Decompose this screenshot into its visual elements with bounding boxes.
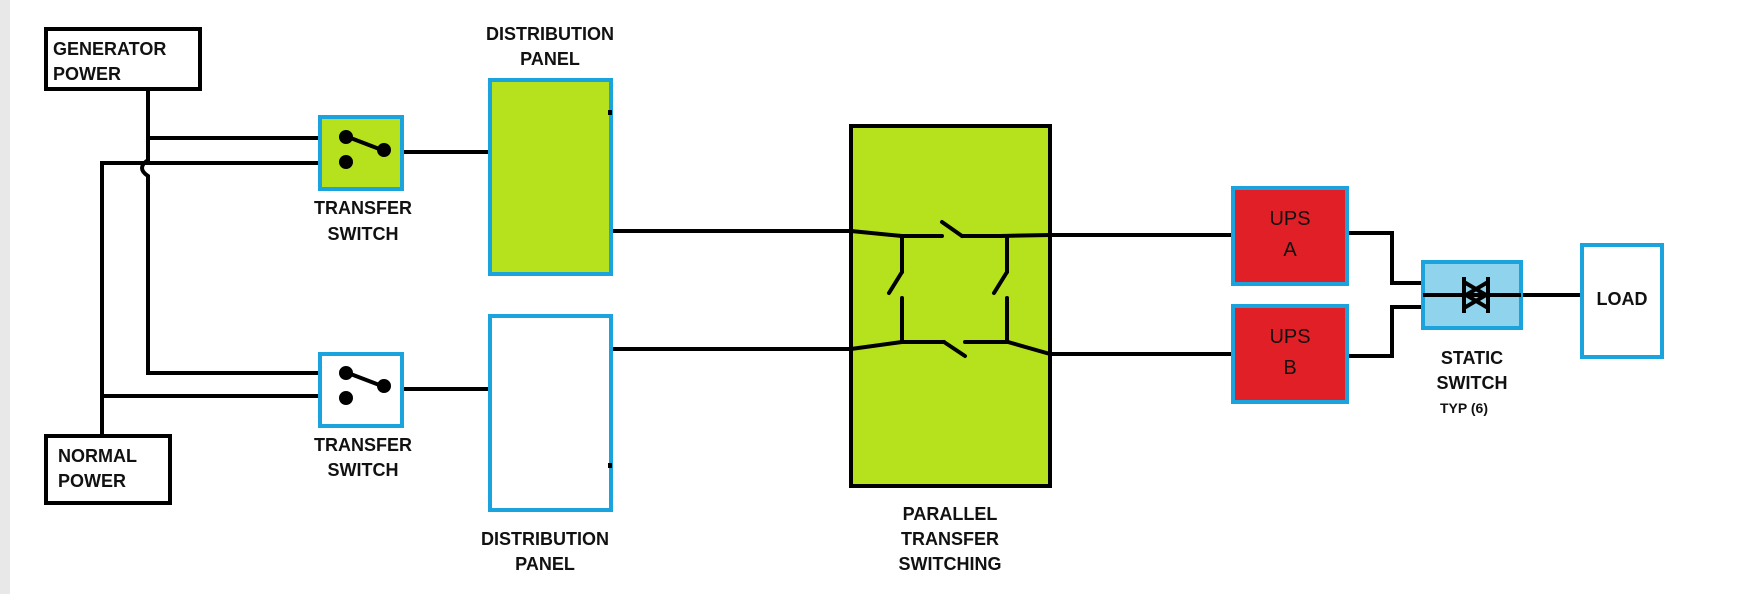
static-switch-label-3: TYP (6)	[1440, 400, 1488, 416]
transfer-switch-top-label-1: TRANSFER	[314, 198, 412, 218]
ups-b-to-static-switch-wire	[1345, 305, 1425, 358]
distribution-panel-bottom-label-1: DISTRIBUTION	[481, 529, 609, 549]
distribution-panel-top-label-2: PANEL	[520, 49, 580, 69]
ups-b-box: UPS B	[1231, 304, 1349, 404]
normal-power-label-1: NORMAL	[58, 446, 137, 466]
transfer-switch-bottom-label-2: SWITCH	[328, 460, 399, 480]
parallel-transfer-switch-network	[849, 220, 1052, 358]
distribution-panel-bottom-label-2: PANEL	[515, 554, 575, 574]
ups-a-to-static-switch-wire	[1345, 231, 1425, 285]
normal-bus-wire	[100, 161, 342, 434]
transfer-switch-icon	[339, 366, 391, 405]
ups-a-label-1: UPS	[1269, 208, 1310, 230]
static-switch: STATIC SWITCH TYP (6)	[1421, 260, 1523, 416]
ups-a-box: UPS A	[1231, 186, 1349, 286]
generator-power-label-1: GENERATOR	[53, 39, 166, 59]
thyristor-icon	[1423, 277, 1521, 313]
generator-power-label-2: POWER	[53, 64, 121, 84]
wiring	[100, 88, 1584, 434]
ups-b-label-1: UPS	[1269, 326, 1310, 348]
panel-terminal	[608, 110, 612, 115]
transfer-switch-top: TRANSFER SWITCH	[314, 115, 412, 244]
ups-b-label-2: B	[1283, 357, 1296, 379]
load-label: LOAD	[1597, 289, 1648, 309]
generator-power-box: GENERATOR POWER	[44, 27, 202, 91]
ups-a-label-2: A	[1283, 239, 1297, 261]
parallel-transfer-label-3: SWITCHING	[899, 554, 1002, 574]
normal-power-label-2: POWER	[58, 471, 126, 491]
transfer-switch-bottom: TRANSFER SWITCH	[314, 352, 412, 480]
load-box: LOAD	[1580, 243, 1664, 359]
panel-terminal	[608, 463, 612, 468]
distribution-panel-top: DISTRIBUTION PANEL	[486, 24, 614, 276]
transfer-switch-top-label-2: SWITCH	[328, 224, 399, 244]
parallel-transfer-label-2: TRANSFER	[901, 529, 999, 549]
parallel-transfer-switching: PARALLEL TRANSFER SWITCHING	[849, 124, 1052, 574]
static-switch-label-2: SWITCH	[1437, 373, 1508, 393]
normal-power-box: NORMAL POWER	[44, 434, 172, 505]
transfer-switch-bottom-label-1: TRANSFER	[314, 435, 412, 455]
generator-bus-wire	[140, 88, 344, 375]
distribution-panel-top-label-1: DISTRIBUTION	[486, 24, 614, 44]
parallel-transfer-label-1: PARALLEL	[903, 504, 998, 524]
static-switch-label-1: STATIC	[1441, 348, 1503, 368]
distribution-panel-bottom: DISTRIBUTION PANEL	[481, 314, 613, 574]
transfer-switch-icon	[339, 130, 391, 169]
